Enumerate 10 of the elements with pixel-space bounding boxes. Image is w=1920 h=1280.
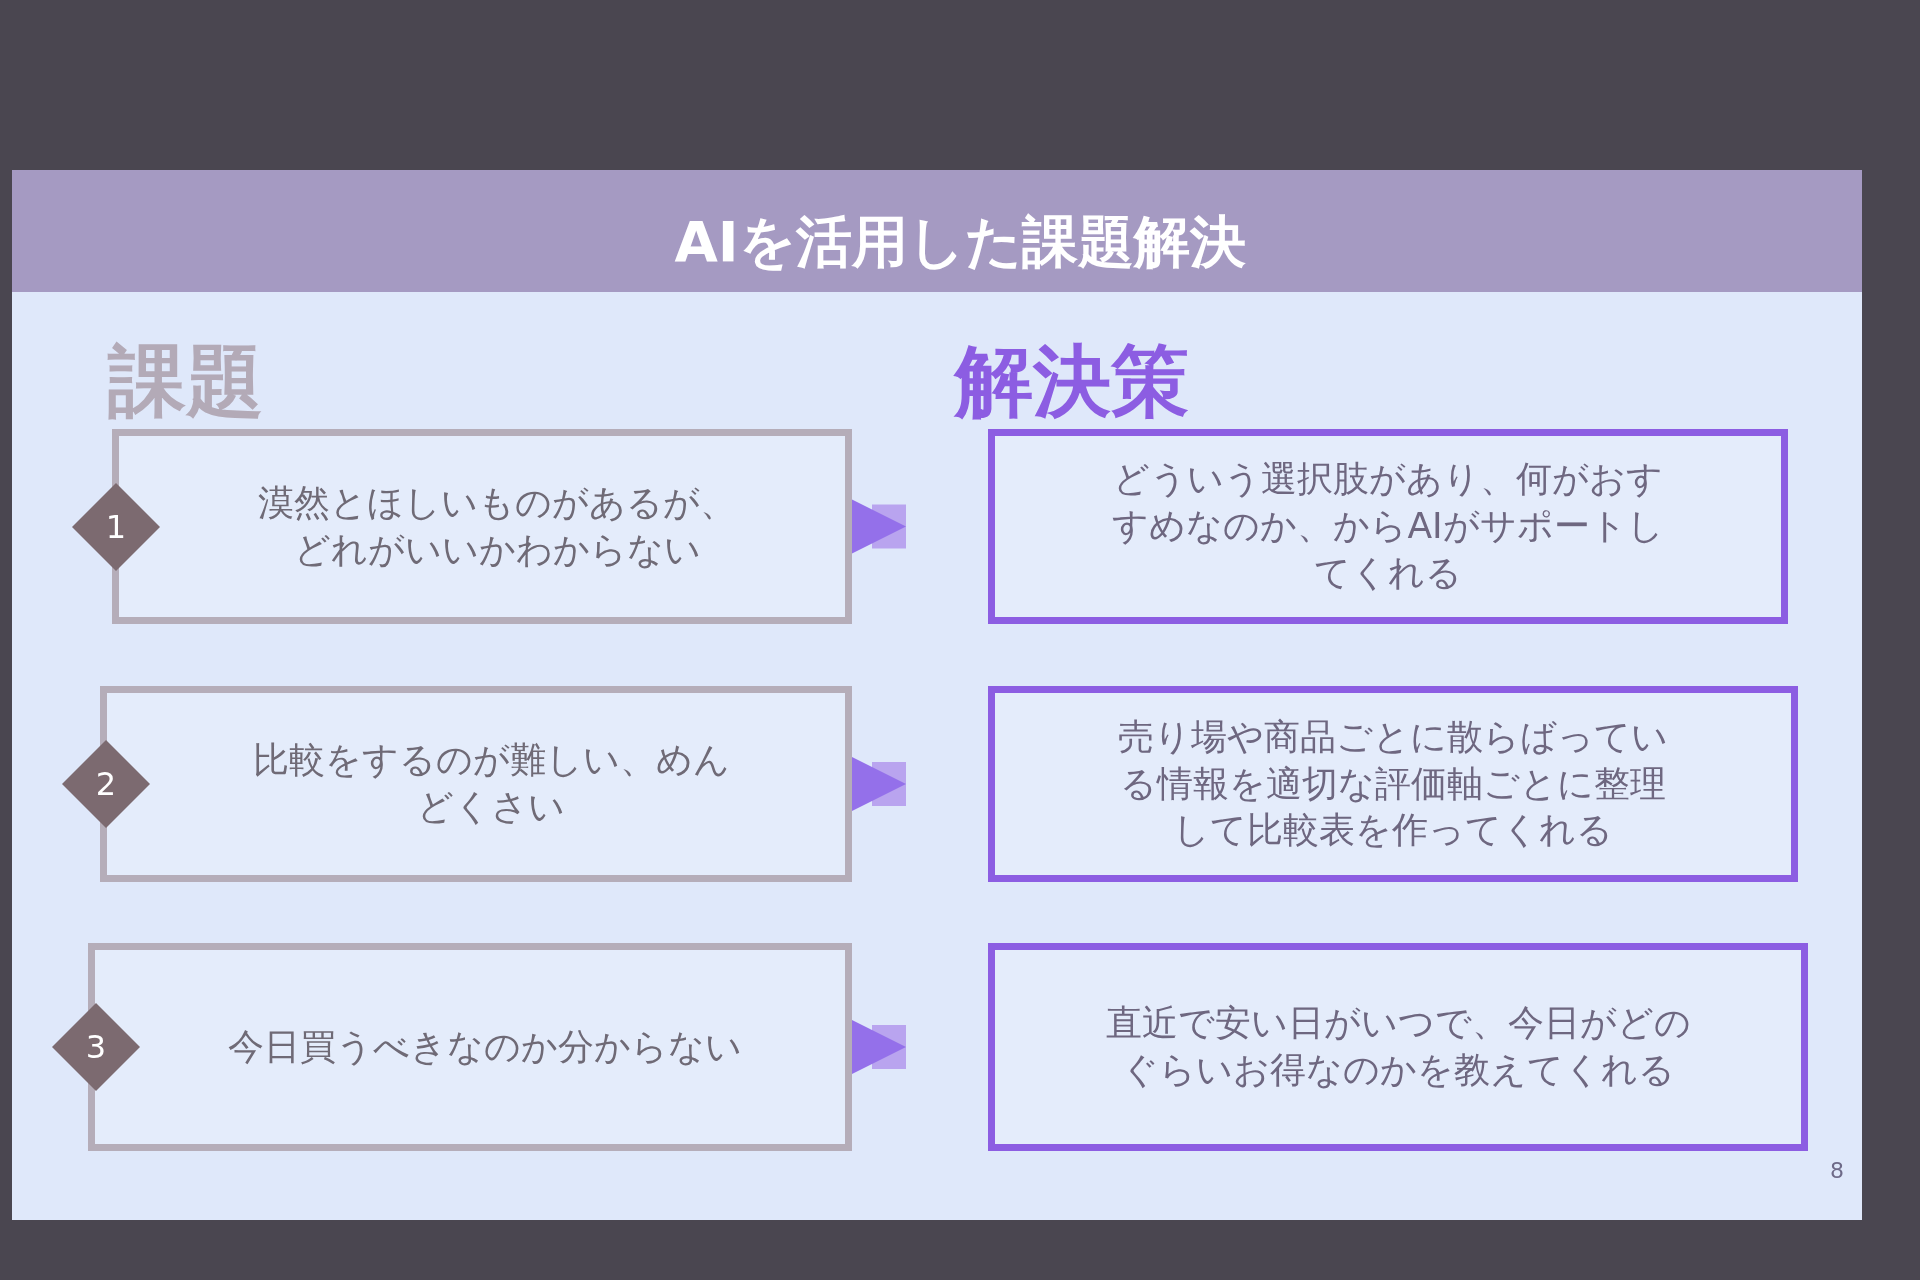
column-heading: 課題 [108, 335, 264, 428]
number-diamond: 1 [72, 482, 160, 571]
slide-title: AIを活用した課題解決 [673, 208, 1247, 276]
number-diamond: 2 [62, 740, 150, 828]
page-number: 8 [1830, 1158, 1844, 1183]
solution-box: どういう選択肢があり、何がおすすめなのか、からAIがサポートしてくれる [988, 429, 1788, 624]
solution-box: 売り場や商品ごとに散らばっている情報を適切な評価軸ごとに整理して比較表を作ってくれる [988, 686, 1798, 882]
solution-box: 直近で安い日がいつで、今日がどのぐらいお得なのかを教えてくれる [988, 943, 1808, 1151]
column-heading: 解決策 [955, 335, 1189, 428]
number-diamond: 3 [52, 1003, 140, 1091]
